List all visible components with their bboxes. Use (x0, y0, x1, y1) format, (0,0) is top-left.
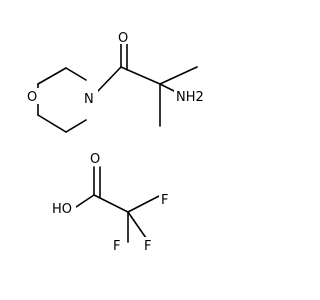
atom-bg-fluorine-3 (142, 237, 154, 253)
atom-bg-amine (174, 89, 214, 106)
atom-bg-fluorine-2 (111, 237, 123, 253)
bond-methyl-1 (159, 66, 198, 85)
atom-label-morpholine-n: N (84, 92, 94, 107)
atom-label-carbonyl-o: O (118, 31, 128, 46)
bond-amine (159, 83, 177, 93)
bond-ring-n-c3 (65, 67, 87, 81)
atom-label-fluorine-2: F (113, 239, 120, 254)
atom-bg-carbonyl-o (117, 28, 133, 44)
atom-label-hydroxyl: HO (52, 202, 72, 217)
atom-label-amine: NH2 (176, 90, 204, 105)
chemical-structure-diagram: O N O NH2 O HO F F F (26, 28, 214, 254)
bond-ring-c2-n (65, 119, 87, 133)
atom-label-morpholine-o: O (27, 90, 37, 105)
bond-cf-1 (127, 194, 162, 213)
atom-label-fluorine-3: F (144, 239, 151, 254)
aminomorpholinoketone-molecule: O N O NH2 (26, 28, 214, 133)
bond-c-cf3 (93, 194, 129, 213)
atom-label-fluorine-1: F (161, 193, 168, 208)
bond-carbonyl-quaternary (120, 66, 161, 85)
atom-label-acid-carbonyl-o: O (90, 152, 100, 167)
trifluoroacetic-acid-molecule: O HO F F F (51, 149, 171, 254)
atom-bg-acid-carbonyl-o (89, 149, 105, 165)
atom-bg-morpholine-n (83, 90, 98, 106)
bond-cf-3 (127, 211, 147, 239)
bond-ring-c1-c2 (37, 114, 67, 133)
atom-bg-morpholine-o (26, 88, 42, 104)
bond-ring-c3-c4 (37, 67, 67, 85)
atom-bg-hydroxyl (51, 200, 76, 217)
bond-carboxyl-oh (75, 194, 95, 208)
atom-bg-fluorine-1 (159, 191, 171, 207)
bond-n-carbonyl-c (96, 66, 122, 93)
